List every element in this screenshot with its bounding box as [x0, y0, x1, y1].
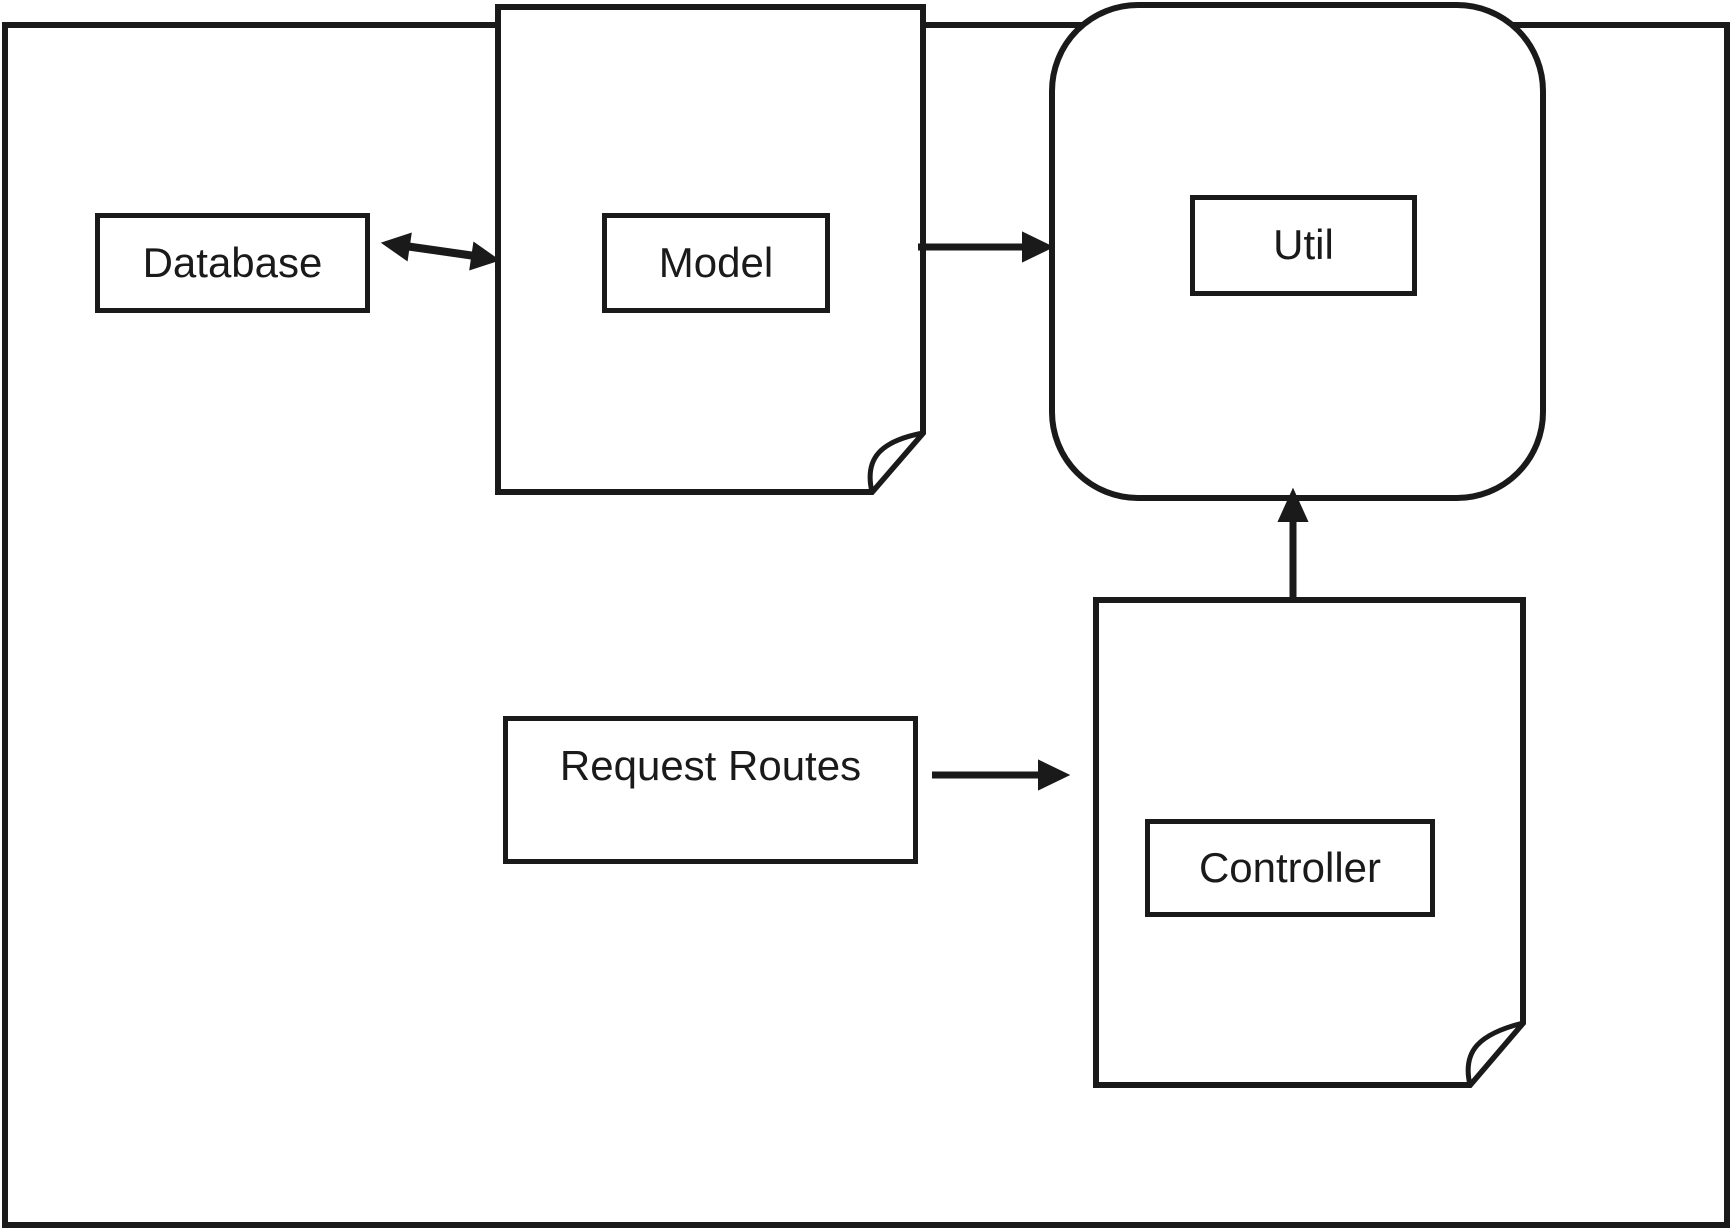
model-node: Model [602, 213, 830, 313]
arrow-model-util-icon [918, 231, 1055, 263]
controller-document-fold-icon [1465, 1020, 1526, 1088]
model-document-fold-icon [867, 430, 926, 495]
arrow-controller-util-icon [1277, 487, 1309, 600]
arrow-request-routes-controller-icon [932, 759, 1071, 791]
arrow-database-model-icon [380, 232, 501, 271]
util-node: Util [1190, 195, 1417, 296]
util-label: Util [1273, 221, 1334, 269]
database-node: Database [95, 213, 370, 313]
request-routes-node: Request Routes [503, 716, 918, 864]
request-routes-label: Request Routes [559, 742, 862, 789]
controller-label: Controller [1198, 843, 1382, 891]
model-label: Model [658, 238, 774, 286]
controller-node: Controller [1145, 819, 1435, 917]
database-label: Database [142, 238, 323, 286]
